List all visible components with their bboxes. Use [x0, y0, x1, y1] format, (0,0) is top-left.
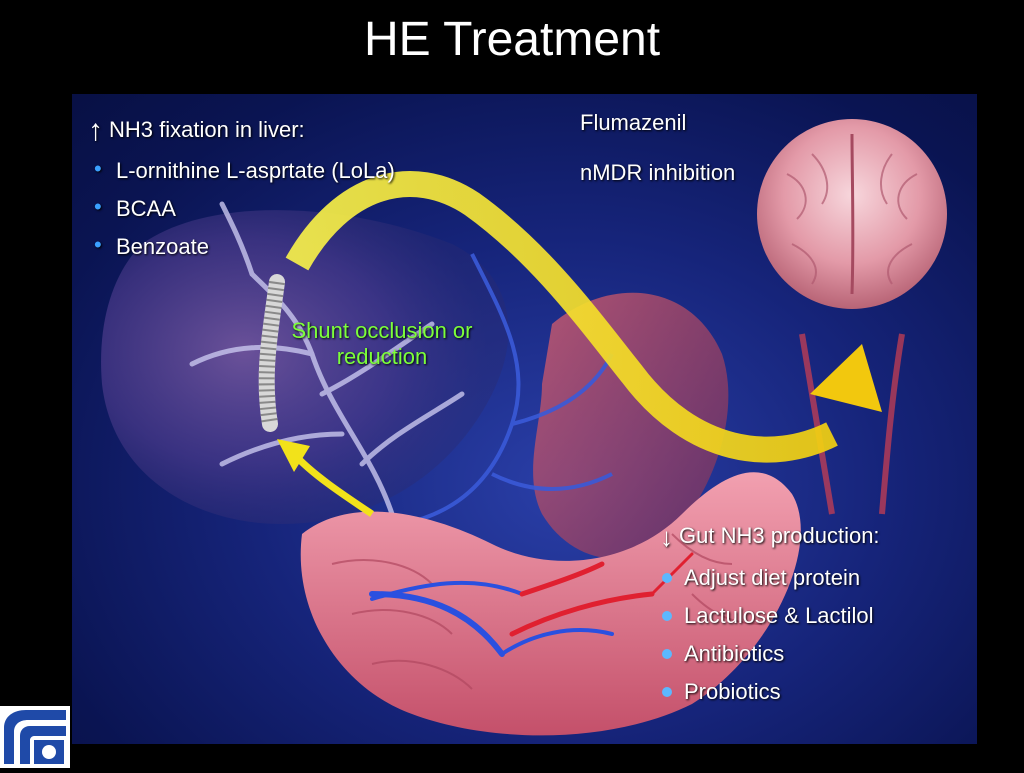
shunt-stent: [258, 274, 285, 432]
anatomy-illustration: [101, 119, 947, 736]
ammonia-arrow-head: [810, 344, 882, 412]
liver-list: •L-ornithine L-asprtate (LoLa) •BCAA •Be…: [88, 156, 488, 260]
liver-shape: [101, 210, 509, 524]
gut-heading: ↓Gut NH3 production:: [660, 522, 970, 553]
liver-heading: ↑NH3 fixation in liver:: [88, 114, 488, 148]
list-item: Lactulose & Lactilol: [660, 603, 970, 629]
portal-arrow-head: [277, 439, 310, 472]
colon-folds: [331, 533, 763, 690]
bullet-icon: •: [94, 232, 102, 257]
neck-vessels: [799, 333, 905, 515]
gut-treatment-box: ↓Gut NH3 production: Adjust diet protein…: [660, 522, 970, 717]
ammonia-arrow-path: [285, 171, 838, 463]
illustration-panel: ↑NH3 fixation in liver: •L-ornithine L-a…: [72, 94, 977, 744]
brain: [757, 119, 947, 309]
up-arrow-icon: ↑: [88, 114, 103, 147]
shunt-label: Shunt occlusion or reduction: [291, 318, 473, 369]
list-item: •BCAA: [94, 194, 176, 221]
liver-heading-text: NH3 fixation in liver:: [109, 117, 305, 142]
list-item: Adjust diet protein: [660, 565, 970, 591]
bullet-icon: [662, 687, 672, 697]
brain-treatment-box: Flumazenil nMDR inhibition: [580, 110, 840, 186]
liver-treatment-box: ↑NH3 fixation in liver: •L-ornithine L-a…: [88, 114, 488, 272]
logo-icon: [4, 710, 66, 764]
institution-logo: [0, 706, 70, 768]
mesenteric-vessels: [369, 552, 694, 657]
brain-line-1: Flumazenil: [580, 110, 687, 135]
brain-line-2: nMDR inhibition: [580, 160, 736, 185]
list-item: Probiotics: [660, 679, 970, 705]
bullet-icon: [662, 649, 672, 659]
portal-veins: [401, 253, 614, 526]
list-item: Antibiotics: [660, 641, 970, 667]
down-arrow-icon: ↓: [660, 522, 673, 552]
gut-heading-text: Gut NH3 production:: [679, 523, 880, 548]
bullet-icon: [662, 573, 672, 583]
bullet-icon: •: [94, 194, 102, 219]
bullet-icon: [662, 611, 672, 621]
bullet-icon: •: [94, 156, 102, 181]
list-item: •L-ornithine L-asprtate (LoLa): [94, 156, 395, 183]
slide-title: HE Treatment: [363, 13, 661, 66]
list-item: •Benzoate: [94, 232, 209, 259]
gut-list: Adjust diet protein Lactulose & Lactilol…: [660, 565, 970, 705]
stomach-shape: [533, 292, 729, 559]
